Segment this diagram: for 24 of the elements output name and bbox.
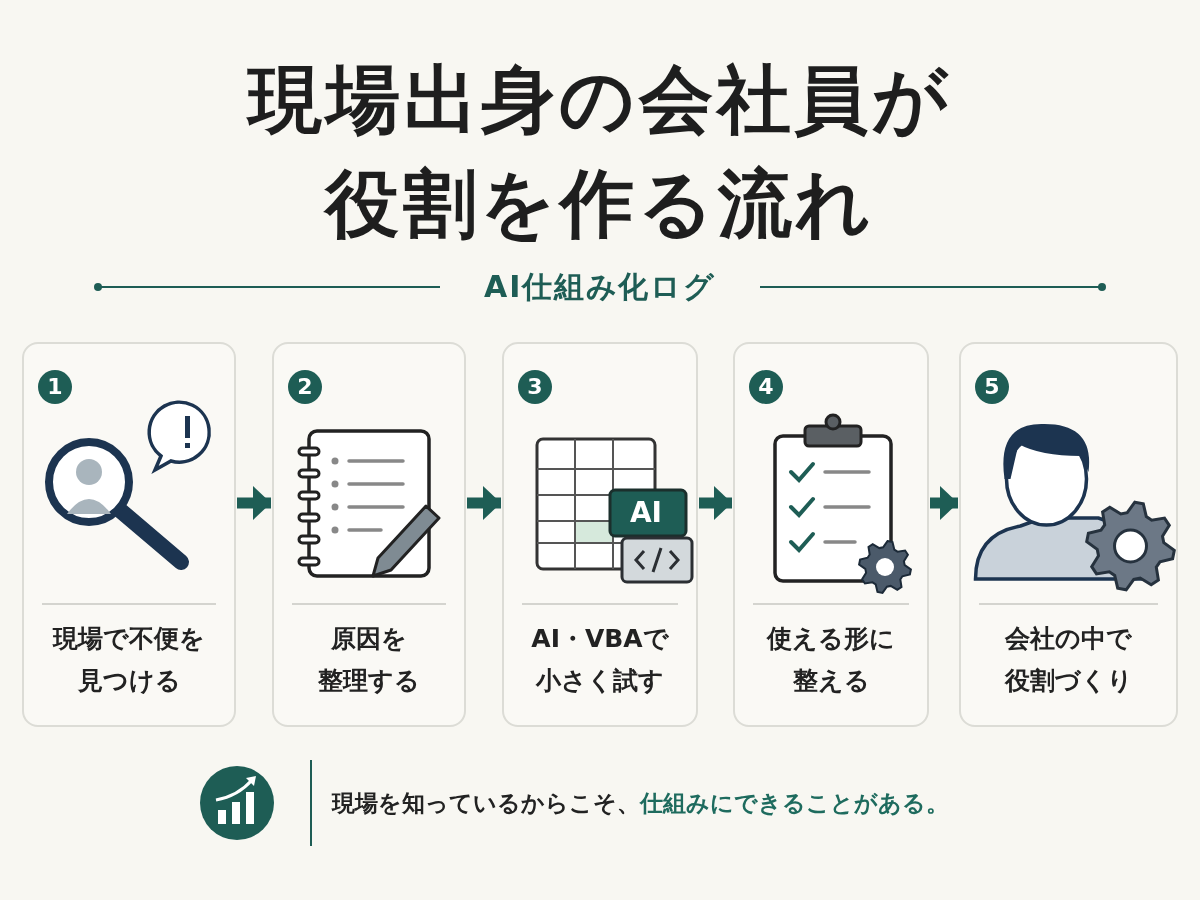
ai-badge-text: AI <box>628 496 664 530</box>
subtitle: AI仕組み化ログ <box>484 268 716 306</box>
flow-arrow <box>930 486 958 520</box>
step-number: 3 <box>518 370 552 404</box>
flow-arrow <box>699 486 732 520</box>
title: 現場出身の会社員が役割を作る流れ <box>245 55 953 248</box>
step-card <box>272 342 466 727</box>
step-label: AI・VBAで小さく試す <box>530 623 670 697</box>
flow-arrow <box>237 486 271 520</box>
tagline-text: 仕組みにできることがある。 <box>640 789 949 818</box>
step-number: 5 <box>975 370 1009 404</box>
step-card <box>22 342 236 727</box>
step-label: 会社の中で役割づくり <box>1003 623 1134 697</box>
step-card <box>502 342 698 727</box>
step-number: 1 <box>38 370 72 404</box>
tagline-text: 現場を知っているからこそ、 <box>332 789 640 818</box>
step-label: 原因を整理する <box>317 623 421 697</box>
step-number: 2 <box>288 370 322 404</box>
step-card <box>959 342 1178 727</box>
step-number: 4 <box>749 370 783 404</box>
step-label: 現場で不便を見つける <box>51 623 206 697</box>
step-card <box>733 342 929 727</box>
step-label: 使える形に整える <box>766 623 896 697</box>
flow-arrow <box>467 486 501 520</box>
